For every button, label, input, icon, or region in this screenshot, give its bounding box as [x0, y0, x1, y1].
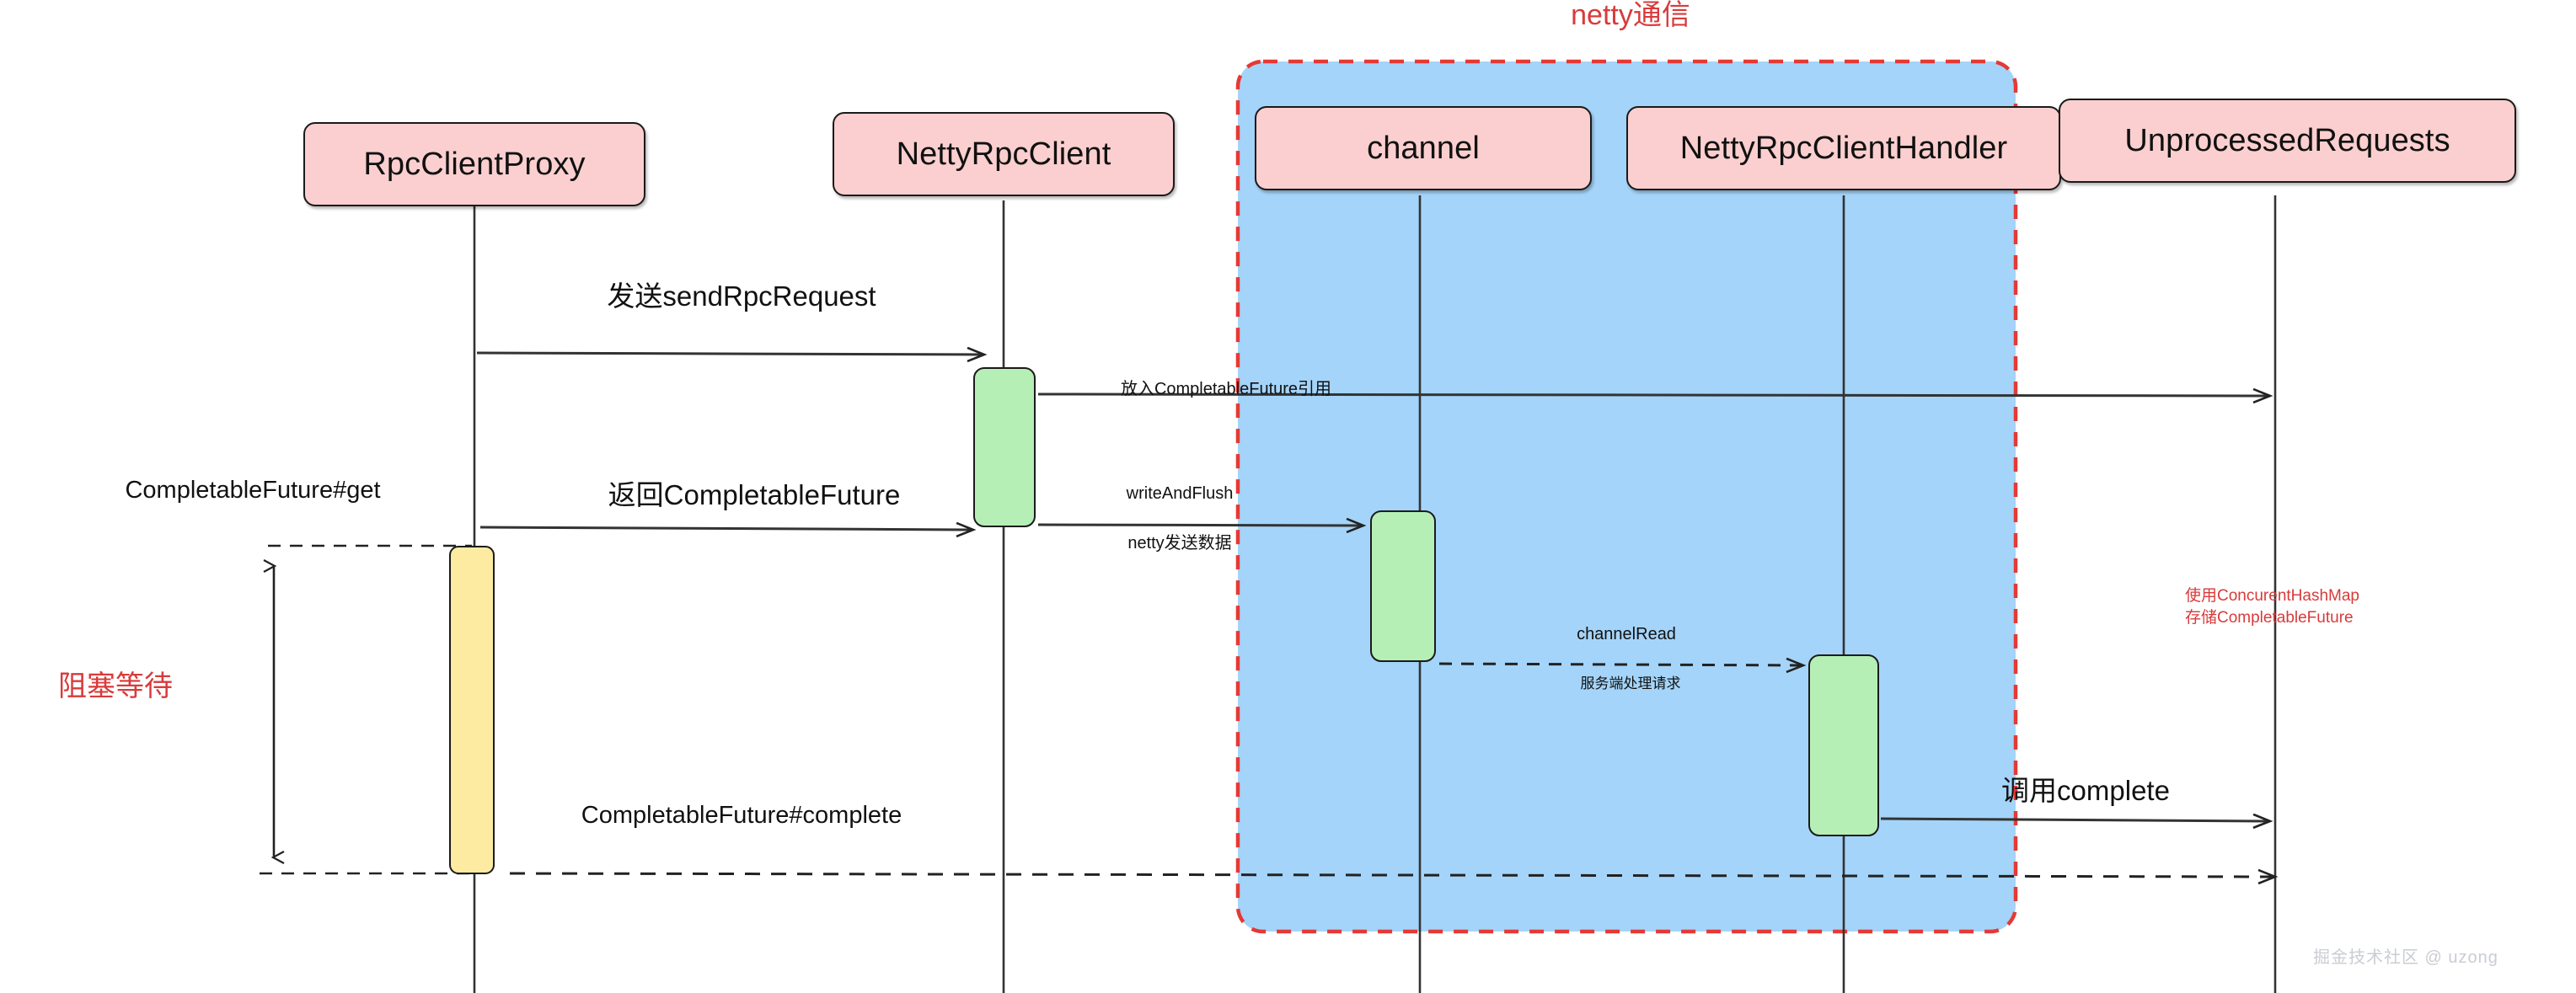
- annotation-note-line-1: 使用ConcurentHashMap: [2185, 587, 2359, 605]
- message-arrow-call-complete: [1880, 819, 2270, 821]
- participant-rpc-client-proxy[interactable]: RpcClientProxy: [303, 122, 645, 206]
- message-arrow-put-completablefuture: [1037, 394, 2270, 396]
- activation-bar-netty-rpc-client-handler: [1808, 654, 1879, 836]
- participant-label: NettyRpcClientHandler: [1679, 130, 2008, 166]
- message-label-write-and-flush: writeAndFlush: [1126, 484, 1234, 503]
- message-arrow-return-completablefuture: [479, 527, 973, 530]
- message-label-call-complete: 调用complete: [2001, 775, 2170, 806]
- participant-netty-rpc-client-handler[interactable]: NettyRpcClientHandler: [1626, 106, 2061, 190]
- participant-label: UnprocessedRequests: [2124, 122, 2450, 158]
- message-label-put-completablefuture: 放入CompletableFuture引用: [1120, 380, 1332, 398]
- watermark-text: 掘金技术社区 @ uzong: [2313, 948, 2498, 967]
- participant-channel[interactable]: channel: [1255, 106, 1592, 190]
- participant-unprocessed-requests[interactable]: UnprocessedRequests: [2059, 99, 2516, 183]
- participant-label: NettyRpcClient: [896, 136, 1111, 172]
- netty-region-title: netty通信: [1571, 0, 1690, 31]
- participant-label: RpcClientProxy: [363, 146, 586, 182]
- annotation-note-line-2: 存储CompletableFuture: [2185, 608, 2354, 627]
- activation-bar-netty-rpc-client: [973, 367, 1036, 527]
- message-label-server-handle-request: 服务端处理请求: [1580, 675, 1681, 691]
- message-arrow-write-and-flush: [1037, 525, 1363, 526]
- message-label-return-completablefuture: 返回CompletableFuture: [608, 479, 901, 510]
- netty-region-box: [1235, 59, 2018, 934]
- message-arrow-channel-read: [1438, 664, 1803, 665]
- message-arrow-completablefuture-complete: [500, 873, 2275, 877]
- annotation-completablefuture-get: CompletableFuture#get: [125, 477, 381, 504]
- message-arrow-send-rpc-request: [476, 353, 984, 355]
- message-label-channel-read: channelRead: [1577, 625, 1676, 643]
- participant-label: channel: [1367, 130, 1480, 166]
- annotation-concurrenthashmap-note: 使用ConcurentHashMap 存储CompletableFuture: [2185, 585, 2359, 628]
- annotation-blocking-wait: 阻塞等待: [58, 670, 173, 702]
- message-label-completablefuture-complete: CompletableFuture#complete: [581, 802, 902, 829]
- message-label-netty-send-data: netty发送数据: [1127, 534, 1232, 553]
- activation-bar-rpc-client-proxy: [449, 546, 495, 874]
- message-label-send-rpc-request: 发送sendRpcRequest: [607, 280, 876, 312]
- participant-netty-rpc-client[interactable]: NettyRpcClient: [833, 112, 1175, 196]
- activation-bar-channel: [1370, 510, 1436, 662]
